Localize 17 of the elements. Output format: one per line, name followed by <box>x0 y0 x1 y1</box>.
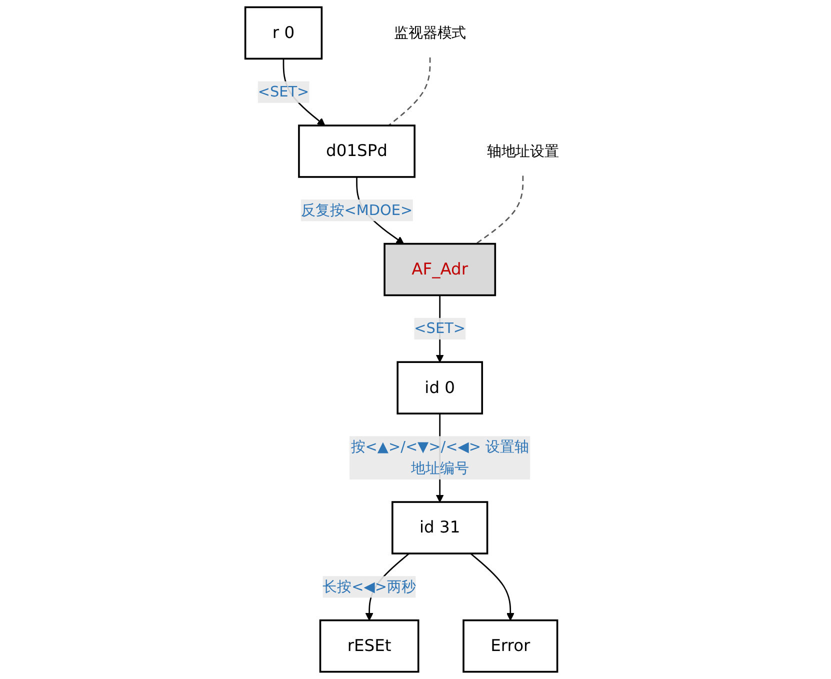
node-box: AF_Adr <box>383 242 496 296</box>
edge-label: <SET> <box>414 320 466 337</box>
node-text: 轴地址设置 <box>486 142 559 160</box>
connector <box>388 57 430 126</box>
node-box: d01SPd <box>298 124 416 178</box>
node-box: Error <box>462 619 558 673</box>
connector <box>475 176 524 244</box>
edge-label: 按<▲>/<▼>/<◀> 设置轴地址编号 <box>350 438 529 477</box>
edge-label: 反复按<MDOE> <box>300 201 412 219</box>
edge-label: <SET> <box>258 83 309 100</box>
edge-label: 长按<◀>两秒 <box>322 578 416 596</box>
node-box: id 0 <box>396 361 483 414</box>
arrow <box>470 552 514 621</box>
node-box: r 0 <box>244 6 322 60</box>
node-text: 监视器模式 <box>394 24 466 42</box>
node-box: rESEt <box>319 619 420 673</box>
node-box: id 31 <box>391 501 488 554</box>
